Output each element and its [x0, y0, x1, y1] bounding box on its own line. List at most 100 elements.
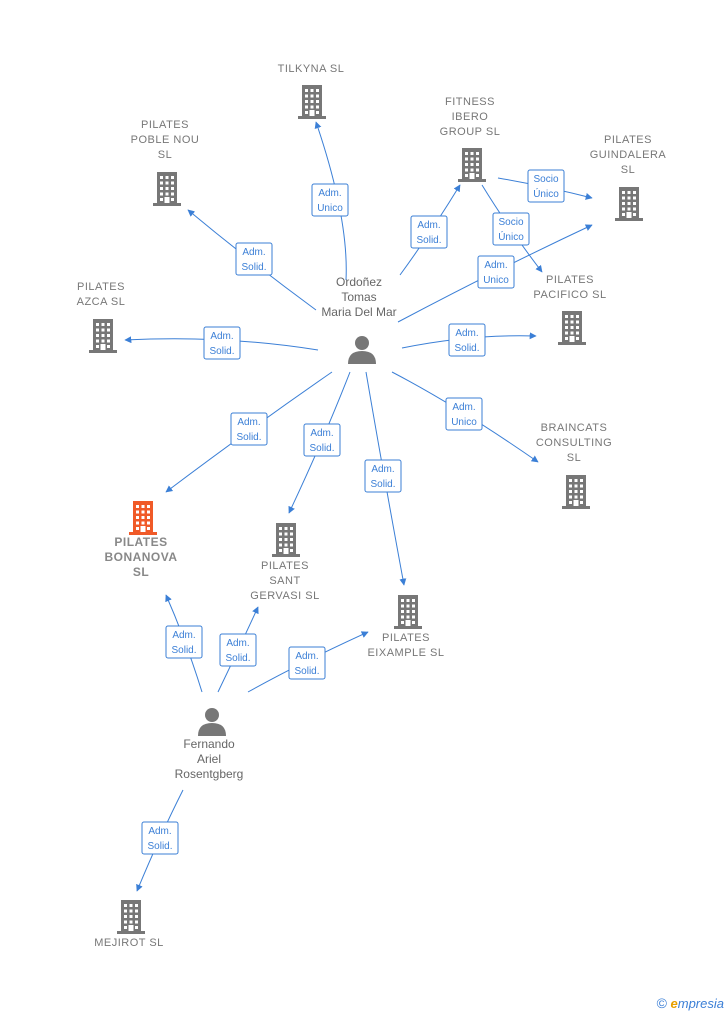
company-label-guindalera-line: SL: [621, 164, 635, 176]
company-label-poblenou-line: PILATES: [141, 119, 189, 131]
company-label-tilkyna-line: TILKYNA SL: [278, 63, 345, 75]
company-label-mejirot: MEJIROT SL: [94, 937, 164, 949]
brand-initial: e: [670, 996, 678, 1011]
relation-badge-text: Adm.: [210, 331, 233, 342]
company-label-fitness-line: IBERO: [452, 111, 489, 123]
relation-badge[interactable]: Adm.Solid.: [364, 459, 402, 493]
person-icon: [348, 336, 376, 364]
relation-badge-text: Adm.: [148, 826, 171, 837]
relation-badge-text: Solid.: [236, 432, 261, 443]
relation-badge-text: Solid.: [370, 479, 395, 490]
relation-badge-text: Adm.: [417, 220, 440, 231]
relation-badge-box: [448, 323, 486, 357]
relation-badge-text: Solid.: [171, 645, 196, 656]
relation-badge[interactable]: Adm.Solid.: [288, 646, 326, 680]
person-label-ordonez-line: Ordoñez: [336, 275, 382, 289]
company-label-poblenou-line: SL: [158, 149, 172, 161]
company-label-guindalera-line: PILATES: [604, 134, 652, 146]
building-icon: [558, 311, 586, 345]
building-icon: [129, 501, 157, 535]
relation-badge-text: Adm.: [318, 188, 341, 199]
relation-badge-text: Solid.: [225, 653, 250, 664]
relation-badge[interactable]: Adm. Solid.: [141, 821, 179, 855]
badges-layer: Adm.UnicoAdm.Solid.SocioÚnicoSocioÚnicoA…: [141, 169, 565, 855]
relation-badge[interactable]: Adm. Solid.: [235, 242, 273, 276]
relation-badge-text: Adm.: [310, 428, 333, 439]
relation-badge-box: [364, 459, 402, 493]
company-label-bonanova-line: BONANOVA: [104, 550, 177, 564]
company-label-santgervasi-line: PILATES: [261, 560, 309, 572]
person-label-ordonez-line: Tomas: [341, 290, 376, 304]
relation-badge-box: [311, 183, 349, 217]
relation-badge-box: [288, 646, 326, 680]
relation-badge-text: Unico: [317, 203, 343, 214]
relation-badge-text: Adm.: [455, 328, 478, 339]
company-label-azca: PILATES AZCA SL: [77, 281, 126, 308]
relation-badge[interactable]: Adm.Unico: [445, 397, 483, 431]
relation-badge-box: [303, 423, 341, 457]
building-icon: [272, 523, 300, 557]
building-icon: [615, 187, 643, 221]
person-label-ordonez-line: Maria Del Mar: [321, 305, 396, 319]
company-label-fitness: FITNESS IBERO GROUP SL: [440, 96, 501, 138]
brand-watermark: © empresia: [657, 995, 724, 1011]
company-label-poblenou: PILATES POBLE NOU SL: [131, 119, 200, 161]
building-icon: [394, 595, 422, 629]
relation-badge-text: Solid.: [147, 841, 172, 852]
relation-badge[interactable]: Adm.Solid.: [203, 326, 241, 360]
relation-badge[interactable]: Adm. Unico: [311, 183, 349, 217]
relation-badge-text: Solid.: [416, 235, 441, 246]
relation-badge-box: [410, 215, 448, 249]
relation-badge-box: [445, 397, 483, 431]
relation-badge[interactable]: Adm.Solid.: [219, 633, 257, 667]
person-label-fernando-line: Ariel: [197, 752, 221, 766]
relation-badge-box: [527, 169, 565, 203]
company-label-azca-line: PILATES: [77, 281, 125, 293]
relation-badge-text: Único: [498, 230, 524, 243]
relation-badge[interactable]: Adm. Solid.: [230, 412, 268, 446]
relation-badge[interactable]: Adm.Unico: [477, 255, 515, 289]
company-label-bonanova-line: SL: [133, 565, 149, 579]
relation-badge-text: Solid.: [294, 666, 319, 677]
company-label-azca-line: AZCA SL: [77, 296, 126, 308]
company-label-fitness-line: GROUP SL: [440, 126, 501, 138]
relation-badge-text: Solid.: [309, 443, 334, 454]
relation-badge[interactable]: Adm.Solid.: [165, 625, 203, 659]
relation-badge-text: Único: [533, 187, 559, 200]
relation-badge-box: [235, 242, 273, 276]
relation-badge-text: Adm.: [242, 247, 265, 258]
relation-badge-text: Socio: [498, 217, 523, 228]
person-icon: [198, 708, 226, 736]
company-label-braincats-line: CONSULTING: [536, 437, 612, 449]
relation-badge-box: [230, 412, 268, 446]
building-icon: [458, 148, 486, 182]
company-label-poblenou-line: POBLE NOU: [131, 134, 200, 146]
company-label-pacifico-line: PACIFICO SL: [533, 289, 606, 301]
company-label-pacifico-line: PILATES: [546, 274, 594, 286]
relation-badge-text: Adm.: [237, 417, 260, 428]
relation-badge[interactable]: Adm. Solid.: [410, 215, 448, 249]
company-label-fitness-line: FITNESS: [445, 96, 495, 108]
relation-badge-box: [141, 821, 179, 855]
relation-badge-box: [203, 326, 241, 360]
relation-badge[interactable]: Adm.Solid.: [448, 323, 486, 357]
relation-badge[interactable]: Adm. Solid.: [303, 423, 341, 457]
relation-badge-text: Adm.: [452, 402, 475, 413]
building-icon: [89, 319, 117, 353]
relation-badge-text: Socio: [533, 174, 558, 185]
company-label-braincats-line: BRAINCATS: [541, 422, 608, 434]
brand-name: mpresia: [677, 996, 724, 1011]
building-icon: [117, 900, 145, 934]
relation-badge-box: [492, 212, 530, 246]
relation-badge-text: Solid.: [241, 262, 266, 273]
company-label-pacifico: PILATES PACIFICO SL: [533, 274, 606, 301]
